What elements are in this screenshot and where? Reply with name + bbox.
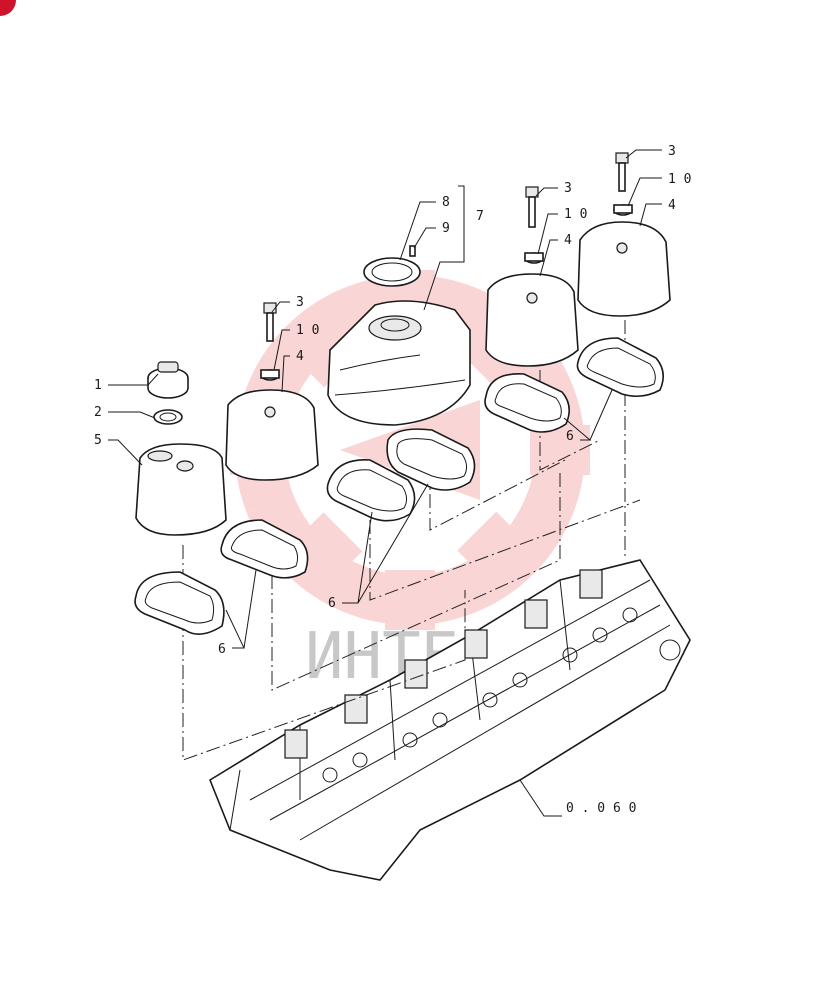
washer-a (260, 369, 280, 381)
bolt-b (525, 186, 539, 228)
callout-9: 9 (442, 221, 450, 236)
washer-b (524, 252, 544, 264)
callout-6-a: 6 (218, 642, 226, 657)
breather-ring (363, 257, 421, 287)
callout-labels: 1 2 5 3 1 0 4 6 8 9 7 6 3 1 0 4 3 1 0 4 … (94, 144, 691, 816)
gasket-left-upper (220, 519, 309, 579)
callout-4-b: 4 (564, 233, 572, 248)
oil-filler-cap (147, 361, 189, 399)
callout-5: 5 (94, 433, 102, 448)
gasket-right-lower (484, 373, 570, 433)
callout-10-b: 1 0 (564, 207, 587, 222)
callout-3-a: 3 (296, 295, 304, 310)
callout-1: 1 (94, 378, 102, 393)
washer-c (613, 204, 633, 216)
callout-10-a: 1 0 (296, 323, 319, 338)
callout-4-c: 4 (668, 198, 676, 213)
bolt-c (615, 152, 629, 192)
callout-6-c: 6 (566, 429, 574, 444)
breather-valve-cover (327, 300, 471, 426)
filler-seal-ring (153, 409, 183, 425)
center-lines (182, 320, 641, 761)
callout-2: 2 (94, 405, 102, 420)
callout-7: 7 (476, 209, 484, 224)
callout-8: 8 (442, 195, 450, 210)
valve-cover-a (225, 389, 319, 481)
callout-3-c: 3 (668, 144, 676, 159)
gasket-right-upper (576, 337, 664, 398)
bolt-a (263, 302, 277, 342)
cylinder-head (209, 559, 691, 881)
callout-0060: 0 . 0 6 0 (566, 801, 636, 816)
breather-screw (409, 245, 416, 257)
filler-valve-cover (135, 443, 227, 536)
gasket-center-upper (386, 428, 476, 491)
valve-cover-b (485, 273, 579, 367)
callout-4-a: 4 (296, 349, 304, 364)
corner-badge (0, 0, 16, 16)
callout-10-c: 1 0 (668, 172, 691, 187)
gasket-left-lower (134, 571, 225, 635)
valve-cover-c (577, 221, 671, 317)
leader-lines (108, 149, 662, 817)
callout-3-b: 3 (564, 181, 572, 196)
callout-6-b: 6 (328, 596, 336, 611)
